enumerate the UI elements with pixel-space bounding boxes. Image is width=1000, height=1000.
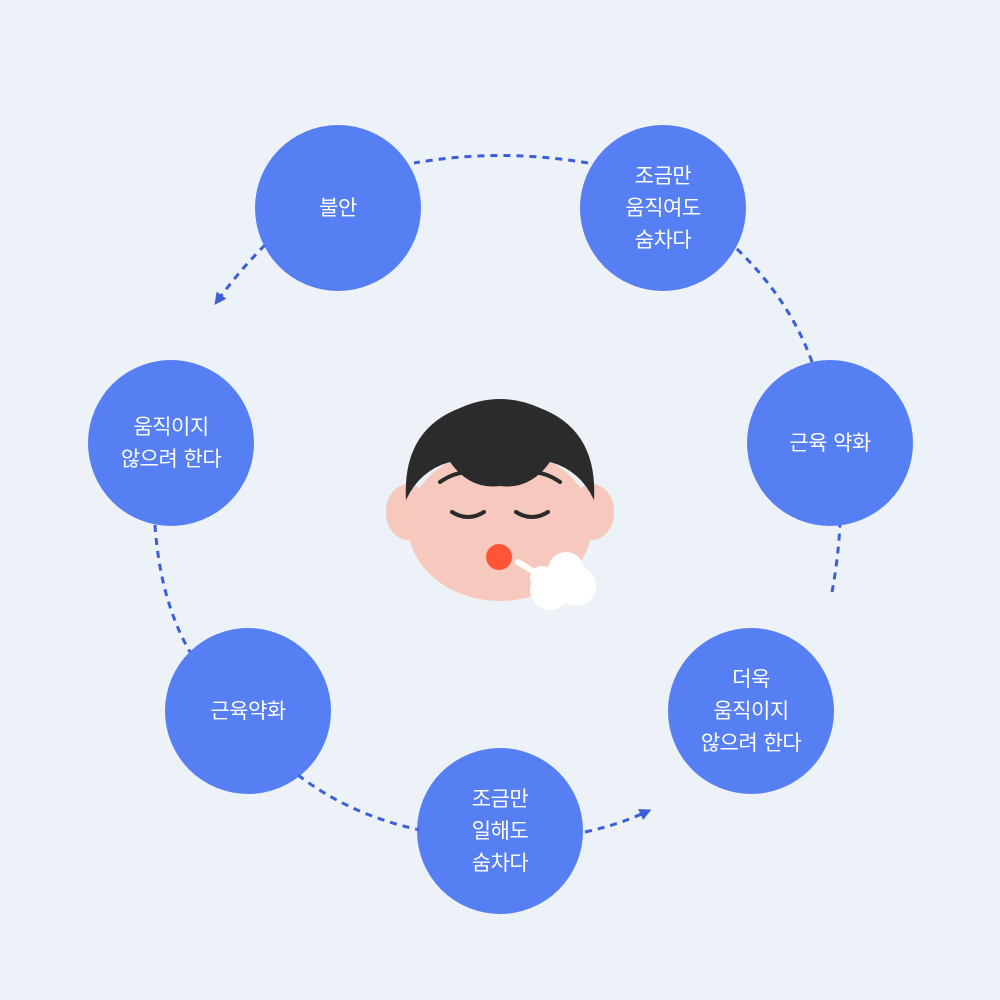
node-label: 근육약화 [210, 699, 286, 723]
arrow-bottom-left [297, 773, 421, 832]
node-label: 조금만 움직여도 숨차다 [625, 164, 701, 252]
arrow-left [153, 524, 192, 653]
tired-breathing-face-icon [386, 399, 614, 610]
node-short-breath-moving: 조금만 움직여도 숨차다 [580, 125, 746, 291]
node-label: 조금만 일해도 숨차다 [471, 787, 529, 875]
node-anxiety: 불안 [255, 125, 421, 291]
arrow-right-upper [734, 246, 814, 363]
node-label: 움직이지 않으려 한다 [120, 415, 222, 471]
arrow-right-lower [830, 524, 842, 593]
node-label: 불안 [319, 196, 357, 220]
node-label: 더욱 움직이지 않으려 한다 [700, 667, 802, 755]
arrow-bottom-right [584, 809, 652, 834]
node-avoid-moving: 움직이지 않으려 한다 [88, 360, 254, 526]
arrow-top-arc [413, 154, 589, 165]
node-muscle-weakness-2: 근육약화 [165, 628, 331, 794]
arrow-anxiety-to-avoid-moving [214, 243, 267, 305]
node-avoid-moving-more: 더욱 움직이지 않으려 한다 [668, 628, 834, 794]
node-label: 근육 약화 [789, 431, 871, 455]
node-muscle-weakness-1: 근육 약화 [747, 360, 913, 526]
node-short-breath-working: 조금만 일해도 숨차다 [417, 748, 583, 914]
